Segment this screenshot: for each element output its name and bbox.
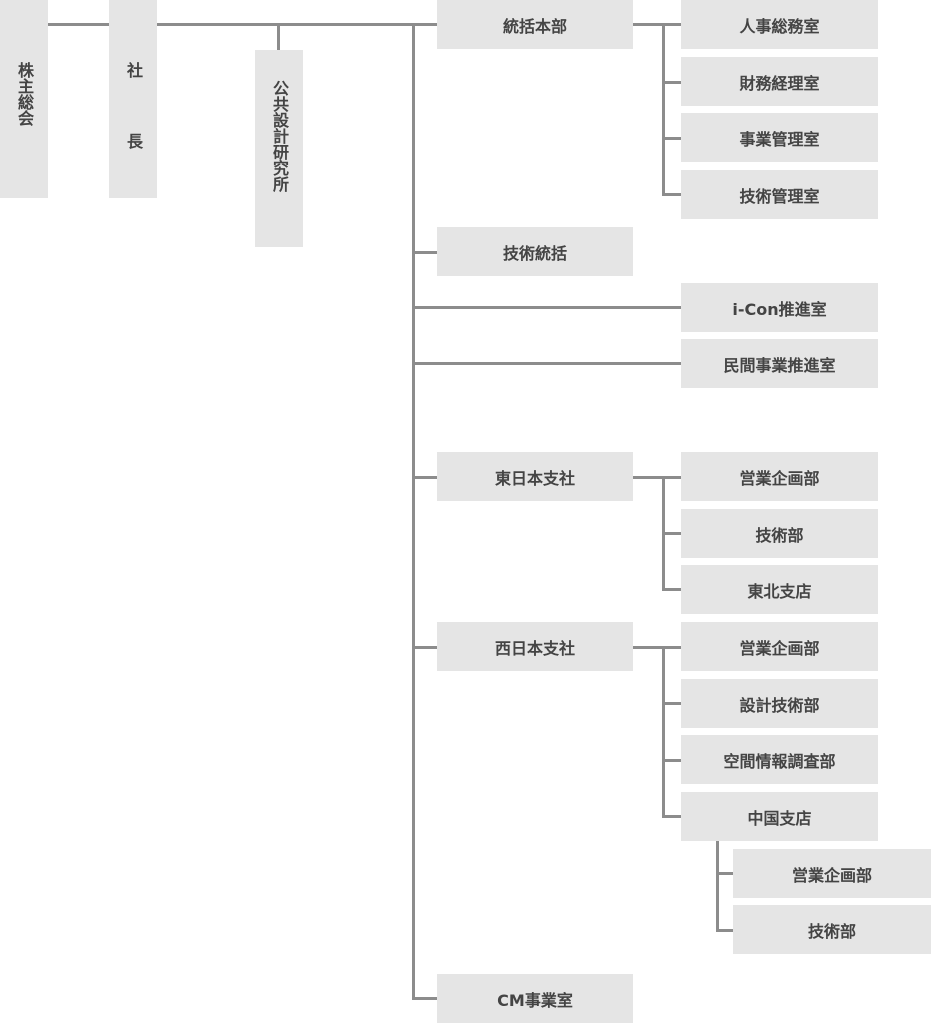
connector-west-child xyxy=(662,702,682,705)
node-west: 西日本支社 xyxy=(437,622,633,671)
node-east-child: 営業企画部 xyxy=(681,452,878,501)
connector-hq-out xyxy=(633,23,682,26)
node-west-child: 営業企画部 xyxy=(681,622,878,671)
node-institute-label: 公共設計研究所 xyxy=(270,80,289,192)
node-public-design-institute: 公共設計研究所 xyxy=(255,50,303,247)
connector-hq-child xyxy=(662,193,682,196)
connector-west-child xyxy=(662,815,682,818)
node-hq-child: 事業管理室 xyxy=(681,113,878,162)
node-private-office: 民間事業推進室 xyxy=(681,339,878,388)
connector-east xyxy=(412,476,438,479)
connector-icon-office xyxy=(412,306,682,309)
connector-chugoku-child xyxy=(716,872,734,875)
node-hq-child: 人事総務室 xyxy=(681,0,878,49)
connector-hq-child xyxy=(662,137,682,140)
connector-private-office xyxy=(412,362,682,365)
node-shareholders-meeting: 株主総会 xyxy=(0,0,48,198)
node-icon-office: i-Con推進室 xyxy=(681,283,878,332)
node-shareholders-label: 株主総会 xyxy=(15,62,34,126)
node-east-child: 東北支店 xyxy=(681,565,878,614)
connector-west-child xyxy=(662,759,682,762)
node-west-child: 空間情報調査部 xyxy=(681,735,878,784)
node-tech: 技術統括 xyxy=(437,227,633,276)
connector-east-out xyxy=(633,476,682,479)
node-east: 東日本支社 xyxy=(437,452,633,501)
node-hq-child: 財務経理室 xyxy=(681,57,878,106)
connector-east-child xyxy=(662,532,682,535)
node-chugoku-child: 営業企画部 xyxy=(733,849,931,898)
connector-west xyxy=(412,646,438,649)
node-chugoku-child: 技術部 xyxy=(733,905,931,954)
connector-hq-child xyxy=(662,81,682,84)
connector-chugoku-spine xyxy=(716,840,719,932)
connector-top-horizontal xyxy=(48,23,438,26)
connector-cm xyxy=(412,997,438,1000)
connector-east-child xyxy=(662,588,682,591)
node-cm: CM事業室 xyxy=(437,974,633,1023)
connector-chugoku-child xyxy=(716,929,734,932)
node-president: 社 長 xyxy=(109,0,157,198)
node-hq: 統括本部 xyxy=(437,0,633,49)
connector-tech xyxy=(412,251,438,254)
node-hq-child: 技術管理室 xyxy=(681,170,878,219)
connector-west-spine xyxy=(662,646,665,818)
node-east-child: 技術部 xyxy=(681,509,878,558)
connector-institute xyxy=(277,23,280,50)
connector-main-spine xyxy=(412,23,415,1000)
node-west-child: 中国支店 xyxy=(681,792,878,841)
node-president-label: 社 長 xyxy=(124,62,143,167)
connector-west-out xyxy=(633,646,682,649)
connector-hq-spine xyxy=(662,23,665,196)
node-west-child: 設計技術部 xyxy=(681,679,878,728)
